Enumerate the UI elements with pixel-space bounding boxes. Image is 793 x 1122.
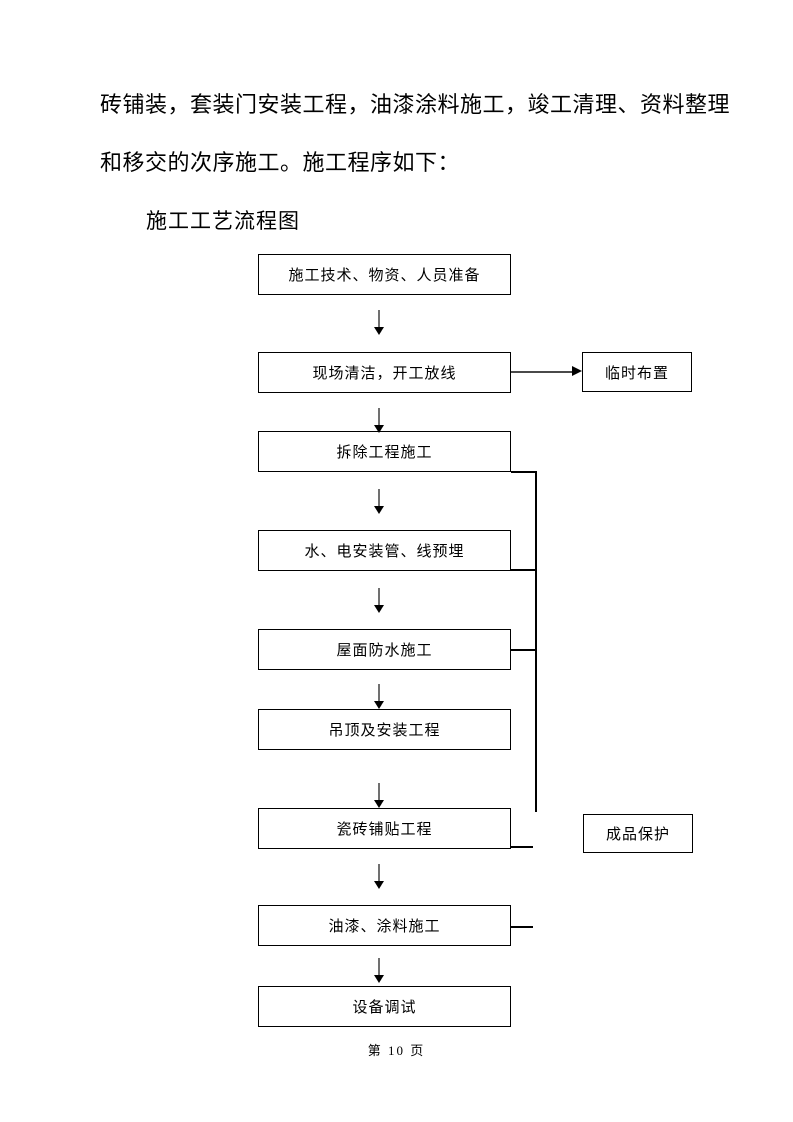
flow-box-label: 水、电安装管、线预埋 [304,544,465,560]
arrow-shaft [377,864,380,881]
flow-box-label: 现场清洁，开工放线 [312,366,457,382]
arrow-head [373,701,384,709]
right-arrow-icon [511,366,582,377]
flow-box-site-cleanup: 现场清洁，开工放线 [258,352,511,393]
flow-box-label: 瓷砖铺贴工程 [336,822,433,838]
connector-line [511,569,536,571]
body-paragraph-line-2: 和移交的次序施工。施工程序如下： [100,150,461,175]
connector-line [535,471,537,812]
side-box-temporary-layout: 临时布置 [582,352,692,392]
flow-box-label: 屋面防水施工 [336,643,433,659]
down-arrow-icon [373,489,384,514]
side-box-label: 临时布置 [604,365,669,382]
arrow-shaft [511,371,573,373]
down-arrow-icon [373,783,384,808]
down-arrow-icon [373,864,384,889]
arrow-shaft [377,588,380,605]
down-arrow-icon [373,684,384,709]
connector-line [511,846,533,848]
connector-line [511,649,536,651]
body-paragraph-line-1: 砖铺装，套装门安装工程，油漆涂料施工，竣工清理、资料整理 [100,92,731,117]
down-arrow-icon [373,958,384,983]
side-box-finished-product-protection: 成品保护 [583,814,693,853]
arrow-head [373,881,384,889]
arrow-shaft [377,489,380,506]
down-arrow-icon [373,408,384,433]
flow-box-label: 吊顶及安装工程 [328,723,441,739]
arrow-shaft [377,310,380,327]
arrow-shaft [377,684,380,701]
arrow-head [373,327,384,335]
arrow-head [572,366,582,376]
arrow-head [373,605,384,613]
flow-box-label: 拆除工程施工 [336,445,433,461]
flow-box-demolition: 拆除工程施工 [258,431,511,472]
arrow-shaft [377,783,380,800]
arrow-head [373,425,384,433]
side-box-label: 成品保护 [605,827,670,843]
flow-box-paint-coating: 油漆、涂料施工 [258,905,511,946]
arrow-head [373,506,384,514]
arrow-head [373,975,384,983]
flow-box-equipment-commissioning: 设备调试 [258,986,511,1027]
connector-line [511,471,536,473]
arrow-shaft [377,958,380,975]
down-arrow-icon [373,310,384,335]
page-number: 第 10 页 [367,1043,426,1058]
flow-box-tile-laying: 瓷砖铺贴工程 [258,808,511,849]
section-title: 施工工艺流程图 [146,209,300,233]
flow-box-label: 油漆、涂料施工 [328,919,441,935]
flow-box-ceiling-installation: 吊顶及安装工程 [258,709,511,750]
down-arrow-icon [373,588,384,613]
arrow-head [373,800,384,808]
flow-box-water-electric-embed: 水、电安装管、线预埋 [258,530,511,571]
flow-box-roof-waterproofing: 屋面防水施工 [258,629,511,670]
connector-line [511,926,533,928]
flow-box-preparation: 施工技术、物资、人员准备 [258,254,511,295]
flow-box-label: 设备调试 [352,1000,417,1016]
arrow-shaft [377,408,380,425]
flow-box-label: 施工技术、物资、人员准备 [288,268,481,284]
